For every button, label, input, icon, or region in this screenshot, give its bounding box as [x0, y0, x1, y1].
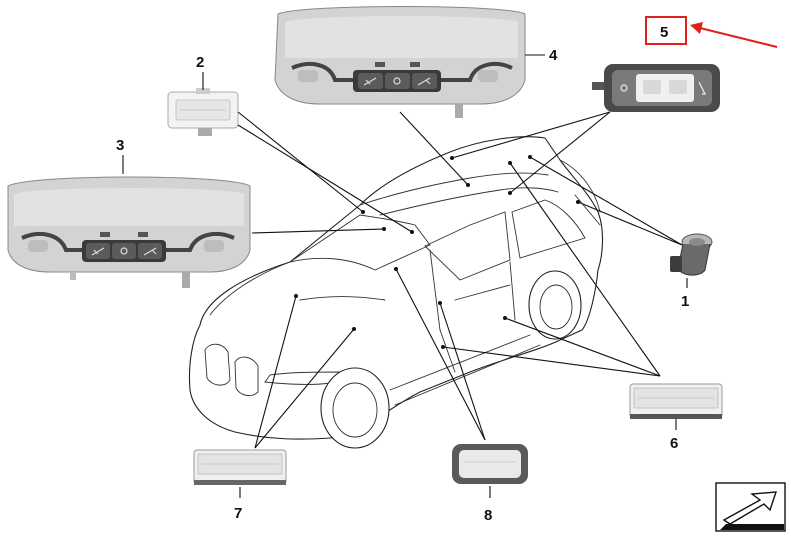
highlight-box — [645, 16, 687, 45]
callout-6: 6 — [670, 435, 678, 452]
reading-light-icon — [698, 81, 706, 95]
highlight-arrow — [690, 22, 778, 48]
leader-lines — [237, 111, 683, 449]
vehicle-outline — [188, 136, 604, 449]
reading-light-icon — [143, 247, 157, 256]
callout-8: 8 — [484, 507, 492, 524]
callout-1: 1 — [681, 293, 689, 310]
part-5-console-module — [592, 64, 720, 112]
interior-light-icon — [393, 77, 401, 85]
part-8-lamp — [452, 444, 528, 484]
part-6-lamp — [629, 383, 723, 419]
callout-2: 2 — [196, 54, 204, 71]
part-3-roof-console — [7, 176, 251, 288]
reading-light-icon — [91, 247, 105, 256]
reading-light-icon — [363, 77, 377, 86]
callout-4: 4 — [549, 47, 558, 64]
reading-light-icon — [417, 77, 431, 86]
part-1-bulb-socket — [670, 233, 713, 276]
callout-3: 3 — [116, 137, 124, 154]
part-4-roof-console — [274, 6, 526, 118]
part-2-lamp — [167, 88, 239, 136]
reading-light-icon — [620, 84, 628, 92]
callout-5: 5 — [660, 24, 668, 41]
callout-7: 7 — [234, 505, 242, 522]
interior-light-icon — [120, 247, 128, 255]
corner-arrow-icon[interactable] — [715, 482, 786, 532]
part-7-lamp — [193, 449, 287, 485]
